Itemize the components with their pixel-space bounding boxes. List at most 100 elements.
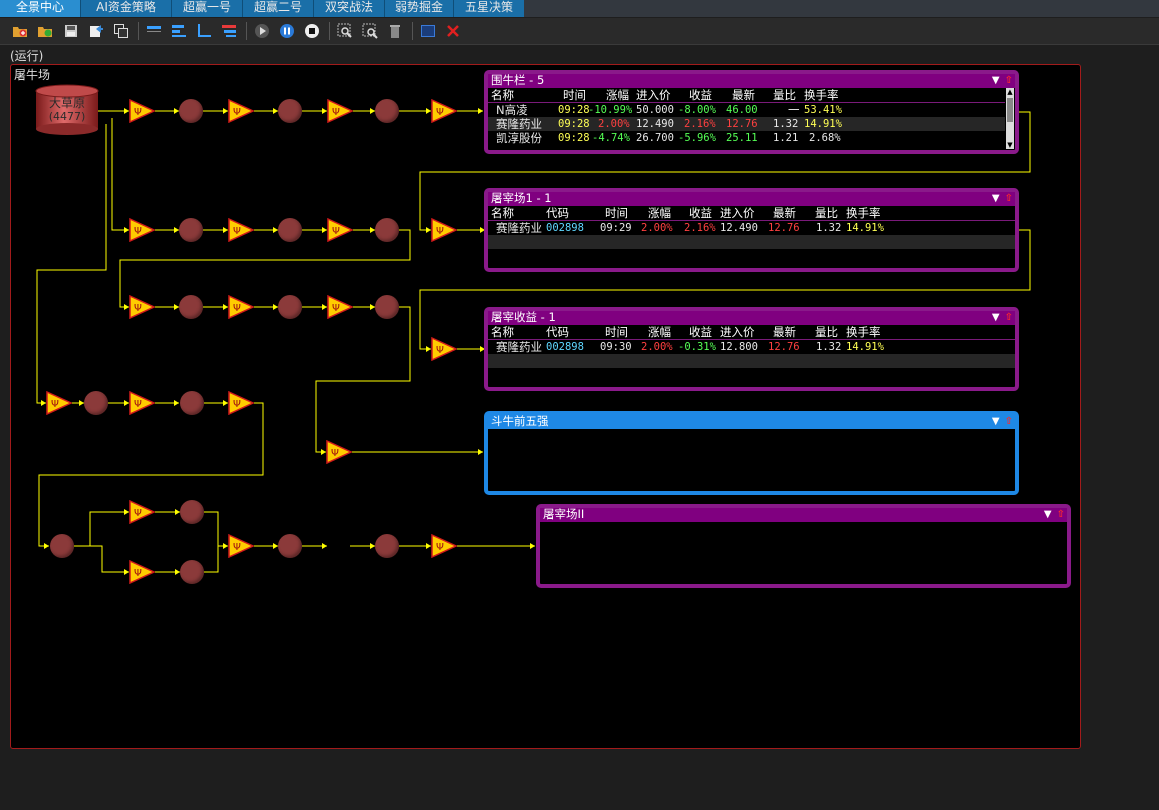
process-node[interactable] bbox=[278, 295, 302, 319]
fullscreen-icon[interactable] bbox=[420, 23, 436, 39]
close-icon[interactable] bbox=[445, 23, 461, 39]
dropdown-icon[interactable]: ▼ bbox=[991, 193, 1000, 204]
process-node[interactable] bbox=[278, 534, 302, 558]
process-node[interactable] bbox=[180, 560, 204, 584]
filter-node-icon[interactable]: Ψ bbox=[129, 500, 155, 524]
dropdown-icon[interactable]: ▼ bbox=[991, 416, 1000, 427]
close-panel-icon[interactable]: ⇧ bbox=[1004, 416, 1013, 427]
process-node[interactable] bbox=[179, 218, 203, 242]
save-icon[interactable] bbox=[63, 23, 79, 39]
svg-text:Ψ: Ψ bbox=[51, 399, 59, 410]
filter-node-icon[interactable]: Ψ bbox=[431, 218, 457, 242]
export-icon[interactable] bbox=[88, 23, 104, 39]
table-row[interactable]: N高凌 09:28 -10.99% 50.000 -8.00% 46.00 一 … bbox=[496, 103, 842, 117]
table-row[interactable] bbox=[488, 354, 1015, 368]
process-node[interactable] bbox=[375, 218, 399, 242]
filter-node-icon[interactable]: Ψ bbox=[327, 218, 353, 242]
svg-text:Ψ: Ψ bbox=[233, 542, 241, 553]
filter-node-icon[interactable]: Ψ bbox=[327, 295, 353, 319]
table-row[interactable] bbox=[488, 235, 1015, 249]
table-row[interactable]: 赛隆药业 002898 09:29 2.00% 2.16% 12.490 12.… bbox=[496, 221, 884, 235]
panel-scrollbar[interactable]: ▲▼ bbox=[1006, 88, 1014, 149]
close-panel-icon[interactable]: ⇧ bbox=[1004, 312, 1013, 323]
table-row[interactable]: 赛隆药业 002898 09:30 2.00% -0.31% 12.800 12… bbox=[496, 340, 884, 354]
copy-window-icon[interactable] bbox=[113, 23, 129, 39]
align-top-icon[interactable] bbox=[146, 23, 162, 39]
process-node[interactable] bbox=[375, 534, 399, 558]
source-database-icon[interactable] bbox=[35, 84, 99, 136]
process-node[interactable] bbox=[375, 295, 399, 319]
align-left-icon[interactable] bbox=[171, 23, 187, 39]
process-node[interactable] bbox=[179, 295, 203, 319]
panel-title: 围牛栏 - 5 bbox=[488, 74, 1015, 88]
table-header: 名称 时间 涨幅 进入价 收益 最新 量比 换手率 bbox=[488, 88, 1005, 103]
panel-title: 屠宰场1 - 1 bbox=[488, 192, 1015, 206]
zoom-icon[interactable] bbox=[337, 23, 353, 39]
delete-icon[interactable] bbox=[387, 23, 403, 39]
open-folder-icon[interactable] bbox=[37, 23, 53, 39]
stop-icon[interactable] bbox=[304, 23, 320, 39]
tab-ai-strategy[interactable]: AI资金策略 bbox=[81, 0, 172, 17]
svg-text:Ψ: Ψ bbox=[331, 448, 339, 459]
pause-icon[interactable] bbox=[279, 23, 295, 39]
filter-node-icon[interactable]: Ψ bbox=[431, 337, 457, 361]
close-panel-icon[interactable]: ⇧ bbox=[1004, 193, 1013, 204]
panel-slaughter-profit[interactable]: 屠宰收益 - 1 ▼⇧ 名称 代码 时间 涨幅 收益 进入价 最新 量比 换手率… bbox=[484, 307, 1019, 391]
svg-text:Ψ: Ψ bbox=[436, 542, 444, 553]
svg-text:Ψ: Ψ bbox=[332, 303, 340, 314]
process-node[interactable] bbox=[375, 99, 399, 123]
panel-slaughter-1[interactable]: 屠宰场1 - 1 ▼⇧ 名称 代码 时间 涨幅 收益 进入价 最新 量比 换手率… bbox=[484, 188, 1019, 272]
svg-text:Ψ: Ψ bbox=[233, 399, 241, 410]
close-panel-icon[interactable]: ⇧ bbox=[1004, 75, 1013, 86]
dropdown-icon[interactable]: ▼ bbox=[991, 312, 1000, 323]
align-bottom-icon[interactable] bbox=[196, 23, 212, 39]
filter-node-icon[interactable]: Ψ bbox=[46, 391, 72, 415]
add-folder-icon[interactable] bbox=[12, 23, 28, 39]
panel-title: 斗牛前五强 bbox=[488, 415, 1015, 429]
table-row[interactable]: 凯淳股份 09:28 -4.74% 26.700 -5.96% 25.11 1.… bbox=[496, 131, 841, 145]
filter-node-icon[interactable]: Ψ bbox=[228, 391, 254, 415]
zoom-fit-icon[interactable] bbox=[362, 23, 378, 39]
close-panel-icon[interactable]: ⇧ bbox=[1056, 509, 1065, 520]
process-node[interactable] bbox=[180, 500, 204, 524]
svg-text:Ψ: Ψ bbox=[436, 107, 444, 118]
process-node[interactable] bbox=[179, 99, 203, 123]
filter-node-icon[interactable]: Ψ bbox=[129, 295, 155, 319]
panel-slaughter-2[interactable]: 屠宰场II ▼⇧ bbox=[536, 504, 1071, 588]
filter-node-icon[interactable]: Ψ bbox=[228, 534, 254, 558]
dropdown-icon[interactable]: ▼ bbox=[991, 75, 1000, 86]
panel-weiniulan[interactable]: 围牛栏 - 5 ▼ ⇧ 名称 时间 涨幅 进入价 收益 最新 量比 换手率 N高凌… bbox=[484, 70, 1019, 154]
svg-text:Ψ: Ψ bbox=[436, 345, 444, 356]
tab-five-star[interactable]: 五星决策 bbox=[454, 0, 525, 17]
tab-chaoying-2[interactable]: 超赢二号 bbox=[243, 0, 314, 17]
filter-node-icon[interactable]: Ψ bbox=[327, 99, 353, 123]
run-icon[interactable] bbox=[254, 23, 270, 39]
process-node[interactable] bbox=[50, 534, 74, 558]
tab-weak-dig[interactable]: 弱势掘金 bbox=[385, 0, 454, 17]
panel-top-five[interactable]: 斗牛前五强 ▼ ⇧ bbox=[484, 411, 1019, 495]
filter-node-icon[interactable]: Ψ bbox=[129, 560, 155, 584]
canvas-title: 屠牛场 bbox=[14, 68, 51, 82]
filter-node-icon[interactable]: Ψ bbox=[431, 534, 457, 558]
process-node[interactable] bbox=[278, 218, 302, 242]
tab-double-break[interactable]: 双突战法 bbox=[314, 0, 385, 17]
toolbar bbox=[0, 18, 1159, 45]
filter-node-icon[interactable]: Ψ bbox=[228, 218, 254, 242]
process-node[interactable] bbox=[180, 391, 204, 415]
svg-text:Ψ: Ψ bbox=[233, 303, 241, 314]
filter-node-icon[interactable]: Ψ bbox=[228, 99, 254, 123]
tab-overview[interactable]: 全景中心 bbox=[0, 0, 81, 17]
process-node[interactable] bbox=[278, 99, 302, 123]
filter-node-icon[interactable]: Ψ bbox=[228, 295, 254, 319]
filter-node-icon[interactable]: Ψ bbox=[129, 218, 155, 242]
tab-chaoying-1[interactable]: 超赢一号 bbox=[172, 0, 243, 17]
align-right-icon[interactable] bbox=[221, 23, 237, 39]
filter-node-icon[interactable]: Ψ bbox=[129, 391, 155, 415]
process-node[interactable] bbox=[84, 391, 108, 415]
svg-text:Ψ: Ψ bbox=[332, 226, 340, 237]
filter-node-icon[interactable]: Ψ bbox=[129, 99, 155, 123]
dropdown-icon[interactable]: ▼ bbox=[1043, 509, 1052, 520]
filter-node-icon[interactable]: Ψ bbox=[326, 440, 352, 464]
table-row[interactable]: 赛隆药业 09:28 2.00% 12.490 2.16% 12.76 1.32… bbox=[488, 117, 1005, 131]
filter-node-icon[interactable]: Ψ bbox=[431, 99, 457, 123]
